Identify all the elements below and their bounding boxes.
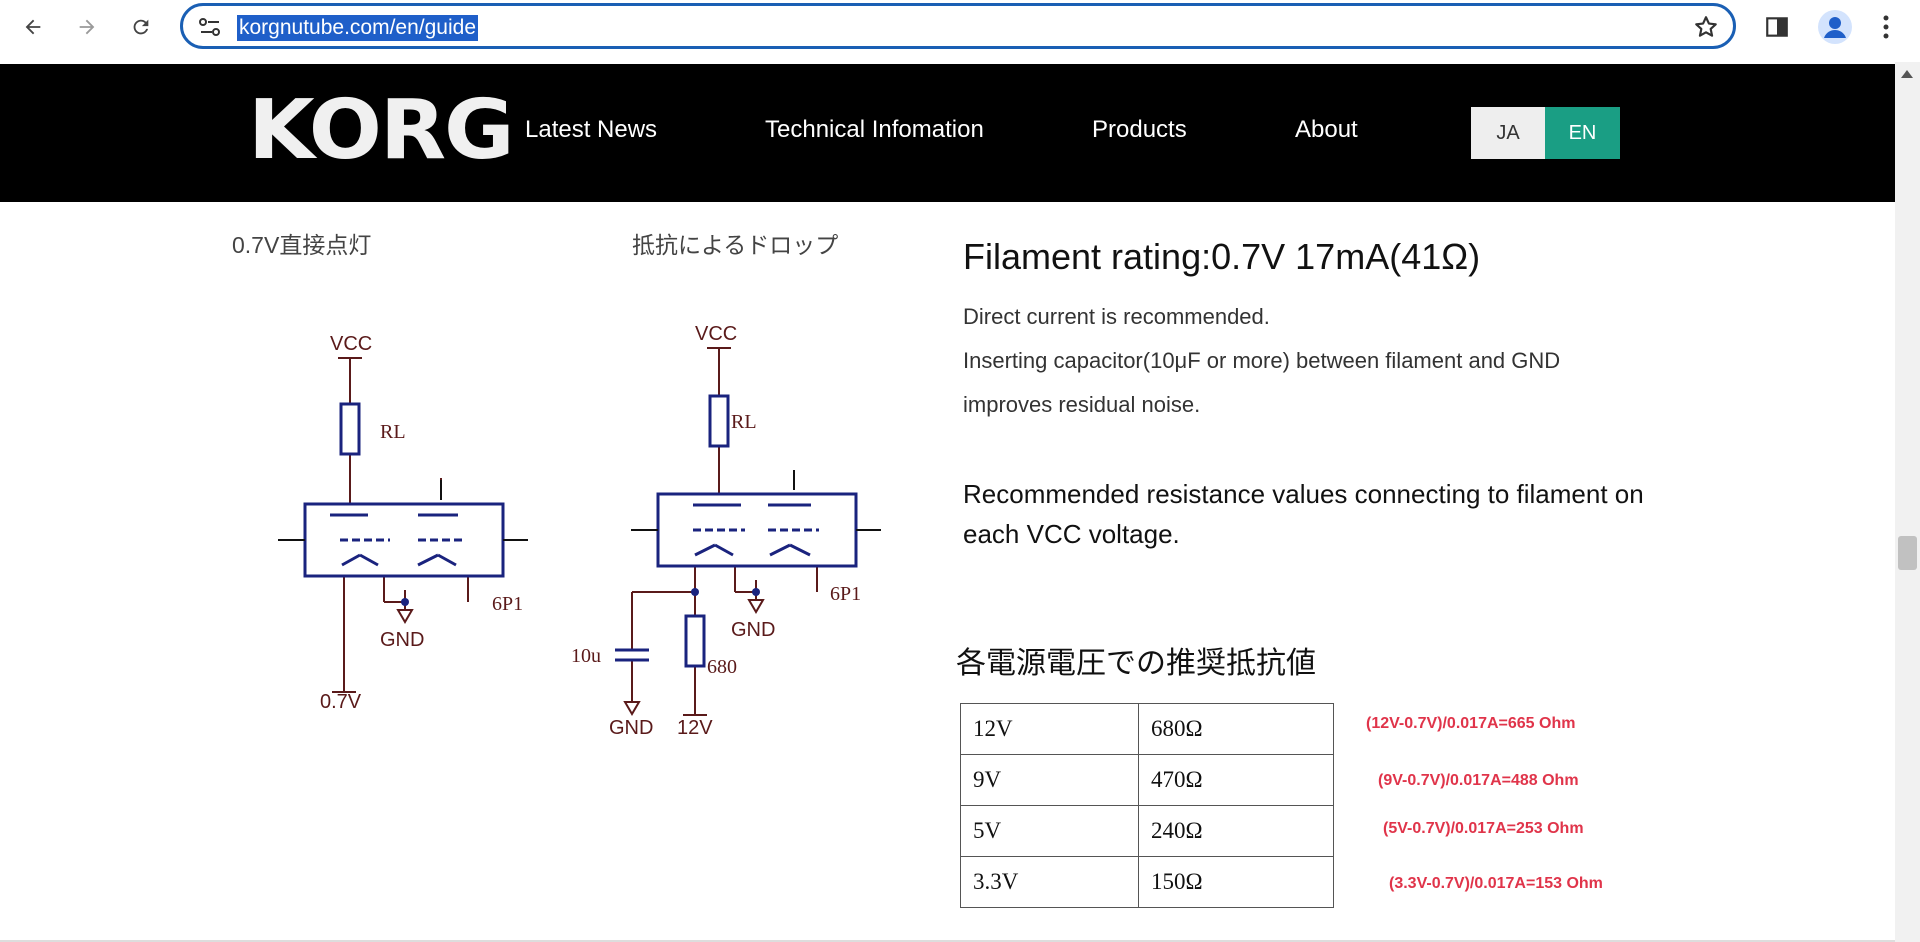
calc-annotation: (3.3V-0.7V)/0.017A=153 Ohm	[1389, 875, 1603, 892]
resistance-table: 12V 680Ω 9V 470Ω 5V 240Ω 3.3V 150Ω	[960, 703, 1334, 908]
right-vcc-label: VCC	[695, 323, 737, 345]
right-part-label: 6P1	[830, 583, 861, 605]
dc-recommend-text: Direct current is recommended.	[963, 304, 1270, 329]
voltage-cell: 5V	[960, 805, 1139, 857]
nav-about[interactable]: About	[1295, 116, 1358, 143]
star-icon[interactable]	[1693, 14, 1719, 40]
right-gnd-label: GND	[731, 619, 775, 641]
left-rl-label: RL	[380, 421, 406, 443]
left-schematic: VCC RL 6P1 GND 0.7V	[278, 333, 528, 713]
right-cap-label: 10u	[571, 645, 601, 667]
address-bar[interactable]: korgnutube.com/en/guide	[180, 3, 1736, 49]
profile-icon[interactable]	[1818, 10, 1852, 44]
reload-button[interactable]	[124, 10, 158, 44]
back-icon	[25, 19, 41, 35]
ohm-cell: 680Ω	[1138, 703, 1334, 755]
left-supply-label: 0.7V	[320, 691, 362, 713]
ohm-cell: 470Ω	[1138, 754, 1334, 806]
right-schematic: VCC RL 6P1 GND 10u 680 GND 12V	[571, 323, 881, 739]
korg-logo[interactable]: KORG	[248, 83, 515, 178]
site-header: KORG Latest News Technical Infomation Pr…	[0, 64, 1895, 202]
nav-technical-information[interactable]: Technical Infomation	[765, 116, 984, 143]
scroll-up-icon[interactable]	[1899, 68, 1915, 80]
side-panel-icon[interactable]	[1764, 14, 1790, 40]
scrollbar-thumb[interactable]	[1898, 536, 1917, 570]
voltage-cell: 12V	[960, 703, 1139, 755]
left-vcc-label: VCC	[330, 333, 372, 355]
browser-toolbar: korgnutube.com/en/guide	[0, 0, 1920, 62]
right-diagram-caption: 抵抗によるドロップ	[632, 232, 839, 258]
right-supply-label: 12V	[677, 717, 713, 739]
avatar	[1824, 17, 1846, 38]
table-row: 12V 680Ω	[960, 703, 1334, 755]
nav-latest-news[interactable]: Latest News	[525, 116, 658, 143]
language-switcher: JA EN	[1471, 107, 1620, 159]
right-rl-label: RL	[731, 411, 757, 433]
lang-ja-button[interactable]: JA	[1471, 107, 1545, 159]
jp-recommended-heading: 各電源電圧での推奨抵抗値	[956, 647, 1316, 680]
recommended-text: Recommended resistance values connecting…	[963, 479, 1644, 549]
calc-annotation: (5V-0.7V)/0.017A=253 Ohm	[1383, 820, 1584, 837]
forward-icon	[79, 19, 95, 35]
menu-icon[interactable]	[1876, 12, 1896, 42]
back-button[interactable]	[16, 10, 50, 44]
bottom-divider	[0, 940, 1895, 942]
capacitor-text: Inserting capacitor(10μF or more) betwee…	[963, 348, 1561, 373]
ohm-cell: 150Ω	[1138, 856, 1334, 908]
left-part-label: 6P1	[492, 593, 523, 615]
voltage-cell: 9V	[960, 754, 1139, 806]
ohm-cell: 240Ω	[1138, 805, 1334, 857]
voltage-cell: 3.3V	[960, 856, 1139, 908]
forward-button[interactable]	[70, 10, 104, 44]
right-gnd2-label: GND	[609, 717, 653, 739]
calc-annotation: (12V-0.7V)/0.017A=665 Ohm	[1366, 715, 1576, 732]
reload-icon	[133, 19, 149, 35]
site-info-icon[interactable]	[197, 15, 223, 39]
filament-rating-heading: Filament rating:0.7V 17mA(41Ω)	[963, 236, 1481, 277]
table-row: 9V 470Ω	[960, 754, 1334, 806]
table-row: 3.3V 150Ω	[960, 856, 1334, 908]
noise-text: improves residual noise.	[963, 392, 1201, 417]
url-text[interactable]: korgnutube.com/en/guide	[237, 15, 478, 41]
nav-products[interactable]: Products	[1092, 116, 1187, 143]
left-gnd-label: GND	[380, 629, 424, 651]
page-scrollbar[interactable]	[1895, 62, 1920, 942]
lang-en-button[interactable]: EN	[1545, 107, 1620, 159]
left-diagram-caption: 0.7V直接点灯	[232, 232, 372, 258]
calc-annotation: (9V-0.7V)/0.017A=488 Ohm	[1378, 772, 1579, 789]
table-row: 5V 240Ω	[960, 805, 1334, 857]
right-resistor-label: 680	[707, 656, 737, 678]
